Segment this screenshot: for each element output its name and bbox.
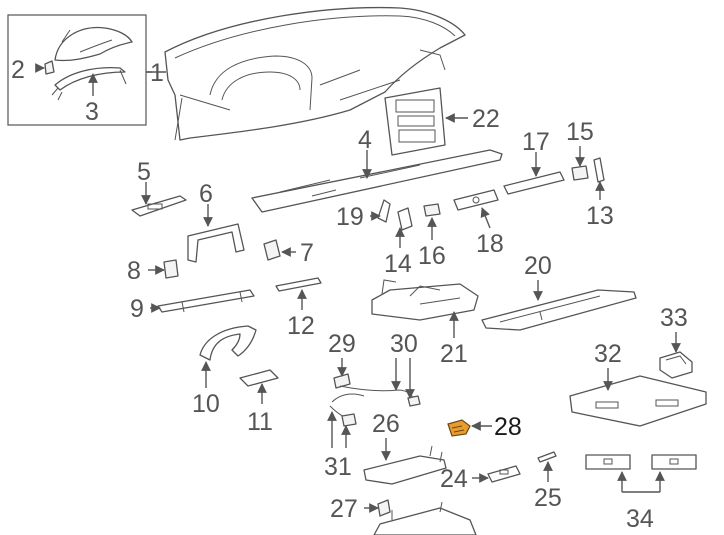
callout-1: 1 [150, 59, 164, 87]
part-25-strip[interactable] [537, 451, 557, 463]
callout-20: 20 [524, 252, 552, 280]
callout-11: 11 [247, 408, 273, 436]
callout-5: 5 [137, 158, 151, 186]
part-22-center-bezel[interactable] [384, 87, 446, 156]
part-9-lower-trim[interactable] [157, 289, 255, 313]
callout-31: 31 [324, 453, 352, 481]
part-3-trim[interactable] [51, 66, 127, 101]
part-1-dash-cover[interactable] [54, 26, 133, 62]
callout-7: 7 [300, 239, 314, 267]
leader-18 [480, 207, 491, 229]
part-18-switch-panel[interactable] [453, 189, 499, 211]
part-34-switch-left[interactable] [585, 454, 631, 470]
part-15-cap[interactable] [571, 165, 589, 181]
part-26-lower-cover[interactable] [363, 445, 447, 485]
part-27-fastener[interactable] [377, 499, 391, 517]
callout-2: 2 [11, 56, 25, 84]
part-24-switch[interactable] [487, 465, 521, 483]
callout-12: 12 [287, 312, 315, 340]
part-33-switch[interactable] [659, 351, 693, 379]
part-21-lower-bracket[interactable] [371, 279, 479, 321]
callout-27: 27 [330, 495, 358, 523]
callout-33: 33 [660, 304, 688, 332]
callout-19: 19 [336, 203, 364, 231]
callout-18: 18 [476, 230, 504, 258]
part-32-console[interactable] [569, 375, 707, 427]
part-30-wire-harness[interactable] [331, 385, 421, 407]
part-19-clip[interactable] [377, 199, 391, 223]
callout-28: 28 [494, 413, 522, 441]
part-31-harness-end[interactable] [329, 405, 357, 427]
callout-6: 6 [199, 180, 213, 208]
callout-25: 25 [534, 484, 562, 512]
part-20-glove-box-panel[interactable] [481, 289, 637, 331]
part-28-clip-highlighted[interactable] [447, 419, 471, 437]
callout-29: 29 [328, 330, 356, 358]
callout-14: 14 [384, 250, 412, 278]
leader-31 [327, 411, 351, 448]
bottom-lower-panel [373, 501, 477, 535]
callout-26: 26 [372, 410, 400, 438]
callout-9: 9 [130, 295, 144, 323]
part-16-button[interactable] [423, 203, 441, 217]
part-14-vent[interactable] [397, 207, 413, 231]
part-8-sensor[interactable] [163, 259, 179, 279]
callout-15: 15 [566, 118, 594, 146]
part-17-trim-bar[interactable] [503, 171, 565, 195]
callout-4: 4 [358, 126, 372, 154]
leader-30 [391, 358, 415, 399]
part-7-switch[interactable] [263, 239, 281, 261]
part-34-switch-right[interactable] [651, 454, 697, 470]
callout-3: 3 [85, 98, 99, 126]
callout-17: 17 [522, 128, 550, 156]
part-6-bracket[interactable] [187, 223, 245, 263]
callout-21: 21 [440, 340, 468, 368]
callout-10: 10 [192, 390, 220, 418]
callout-22: 22 [472, 105, 500, 133]
part-5-side-trim[interactable] [131, 195, 187, 217]
callout-34: 34 [626, 505, 654, 533]
callout-30: 30 [390, 330, 418, 358]
part-11-panel[interactable] [239, 369, 279, 387]
callout-16: 16 [418, 242, 446, 270]
part-2-clip[interactable] [44, 60, 55, 75]
dashboard-outline [164, 6, 466, 141]
leader-34 [617, 471, 665, 493]
callout-24: 24 [440, 465, 468, 493]
part-10-cluster-hood[interactable] [199, 325, 257, 361]
part-12-strip[interactable] [275, 277, 322, 292]
part-13-end-cap[interactable] [593, 157, 605, 183]
callout-8: 8 [127, 257, 141, 285]
callout-32: 32 [594, 340, 622, 368]
callout-13: 13 [586, 202, 614, 230]
